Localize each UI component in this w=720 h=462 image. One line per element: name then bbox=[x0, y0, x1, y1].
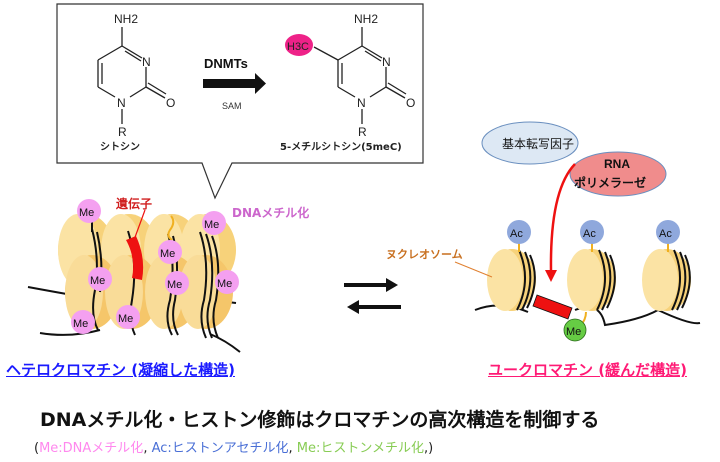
arrow-shaft bbox=[203, 79, 255, 88]
gene-pointer bbox=[133, 209, 146, 241]
legend-sep: , bbox=[143, 441, 152, 456]
legend: (Me:DNAメチル化, Ac:ヒストンアセチル化, Me:ヒストンメチル化,) bbox=[34, 437, 433, 456]
recruitment-arrow-head-icon bbox=[545, 270, 557, 282]
cofactor-label: SAM bbox=[222, 101, 242, 111]
svg-text:基本転写因子: 基本転写因子 bbox=[502, 137, 574, 151]
euchromatin-fiber bbox=[474, 249, 701, 327]
svg-text:Ac: Ac bbox=[659, 228, 672, 240]
legend-open: ( bbox=[34, 441, 40, 456]
svg-text:Me: Me bbox=[79, 207, 94, 219]
cytosine-n1-label: N bbox=[117, 96, 126, 110]
svg-text:ポリメラーゼ: ポリメラーゼ bbox=[574, 175, 646, 190]
enzyme-label: DNMTs bbox=[204, 56, 248, 71]
me-marker: Me bbox=[77, 199, 101, 223]
cytosine-amino-label: NH2 bbox=[114, 12, 138, 26]
methylcytosine-labels: H3C NH2 N N O R 5-メチルシトシン(5meC) bbox=[280, 12, 415, 153]
nucleosome-label: ヌクレオソーム bbox=[386, 248, 463, 261]
legend-me-dna: Me:DNAメチル化 bbox=[39, 441, 144, 456]
nucleosome bbox=[567, 249, 616, 311]
methyl-highlight bbox=[285, 34, 313, 56]
reverse-arrow-icon bbox=[347, 300, 359, 314]
cytosine-structure bbox=[97, 27, 167, 124]
me-marker: Me bbox=[165, 271, 189, 295]
svg-text:Me: Me bbox=[118, 313, 133, 325]
svg-text:Me: Me bbox=[566, 326, 581, 338]
svg-text:Me: Me bbox=[90, 275, 105, 287]
gene-segment bbox=[126, 236, 144, 280]
forward-arrow-icon bbox=[386, 278, 398, 292]
legend-me-histone: Me:ヒストンメチル化 bbox=[296, 441, 424, 456]
methylcytosine-o-label: O bbox=[406, 96, 415, 110]
cytosine-name: シトシン bbox=[100, 141, 140, 153]
me-marker: Me bbox=[215, 270, 239, 294]
headline: DNAメチル化・ヒストン修飾はクロマチンの高次構造を制御する bbox=[40, 409, 600, 431]
svg-text:Me: Me bbox=[204, 219, 219, 231]
methylcytosine-name: 5-メチルシトシン(5meC) bbox=[280, 141, 402, 153]
reaction-arrow: DNMTs SAM bbox=[203, 56, 266, 111]
ac-marker: Ac bbox=[580, 220, 604, 252]
histone-acetylation-markers: Ac Ac Ac bbox=[507, 220, 680, 252]
cytosine-labels: NH2 N N O R シトシン bbox=[100, 12, 175, 153]
equilibrium-arrows bbox=[344, 278, 401, 314]
ac-marker: Ac bbox=[507, 220, 531, 252]
cytosine-n3-label: N bbox=[142, 55, 151, 69]
me-marker: Me bbox=[116, 305, 140, 329]
heterochromatin-caption: ヘテロクロマチン (凝縮した構造) bbox=[6, 361, 235, 379]
methyl-group-label: H3C bbox=[287, 41, 309, 53]
me-marker: Me bbox=[88, 267, 112, 291]
gene-segment bbox=[532, 294, 573, 320]
arrow-head-icon bbox=[255, 73, 266, 94]
legend-sep: , bbox=[288, 441, 297, 456]
svg-text:Me: Me bbox=[217, 278, 232, 290]
legend-ac: Ac:ヒストンアセチル化 bbox=[151, 441, 289, 456]
me-marker: Me bbox=[158, 240, 182, 264]
methylcytosine-amino-label: NH2 bbox=[354, 12, 378, 26]
nucleosome-pointer bbox=[454, 261, 493, 278]
recruitment-arrow bbox=[549, 163, 576, 271]
methylcytosine-n1-label: N bbox=[357, 96, 366, 110]
heterochromatin-cluster bbox=[27, 214, 241, 353]
svg-text:Ac: Ac bbox=[583, 228, 596, 240]
methylcytosine-r-label: R bbox=[358, 125, 367, 139]
nucleosome bbox=[642, 249, 691, 311]
dna-methylation-label: DNAメチル化 bbox=[232, 205, 309, 220]
methylcytosine-structure bbox=[313, 27, 407, 124]
dna-methylation-markers: Me Me Me Me Me Me Me Me bbox=[71, 199, 239, 334]
me-marker: Me bbox=[71, 310, 95, 334]
cytosine-r-label: R bbox=[118, 125, 127, 139]
svg-text:Me: Me bbox=[73, 318, 88, 330]
euchromatin-caption: ユークロマチン (緩んだ構造) bbox=[488, 361, 687, 379]
me-marker: Me bbox=[202, 211, 226, 235]
methylcytosine-n3-label: N bbox=[382, 55, 391, 69]
legend-close: ,) bbox=[424, 441, 434, 456]
chromatin-diagram: NH2 N N O R シトシン DNMTs SAM H3C NH2 N N O… bbox=[27, 3, 701, 353]
nucleosome bbox=[487, 249, 536, 311]
svg-text:Me: Me bbox=[167, 279, 182, 291]
ac-marker: Ac bbox=[656, 220, 680, 252]
svg-text:RNA: RNA bbox=[604, 157, 630, 171]
cytosine-o-label: O bbox=[166, 96, 175, 110]
transcription-factor: 基本転写因子 bbox=[481, 121, 579, 165]
svg-text:Ac: Ac bbox=[510, 228, 523, 240]
svg-text:Me: Me bbox=[160, 248, 175, 260]
gene-label: 遺伝子 bbox=[115, 196, 152, 211]
rna-polymerase: RNA ポリメラーゼ bbox=[569, 151, 667, 197]
histone-methylation-marker: Me bbox=[563, 311, 587, 342]
reaction-callout bbox=[56, 3, 424, 200]
